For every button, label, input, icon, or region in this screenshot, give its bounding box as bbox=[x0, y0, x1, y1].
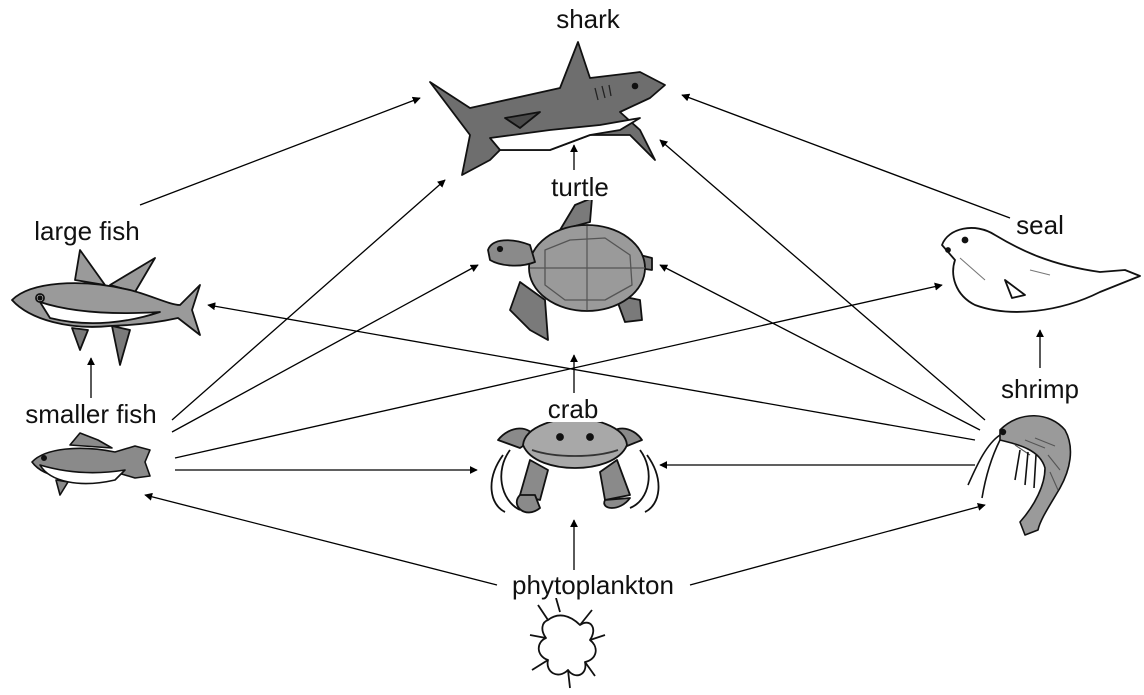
arrow-shrimp-to-turtle bbox=[660, 265, 980, 430]
turtle-illustration bbox=[488, 198, 652, 340]
shark-illustration bbox=[430, 42, 665, 175]
seal-label: seal bbox=[1013, 212, 1067, 238]
large-fish-label: large fish bbox=[31, 218, 143, 244]
arrow-large-fish-to-shark bbox=[140, 98, 420, 205]
phytoplankton-illustration bbox=[530, 598, 605, 688]
phytoplankton-label: phytoplankton bbox=[509, 572, 677, 598]
shrimp-illustration bbox=[968, 416, 1070, 535]
turtle-label: turtle bbox=[548, 174, 612, 200]
shrimp-label: shrimp bbox=[998, 376, 1082, 402]
smaller-fish-label: smaller fish bbox=[22, 401, 159, 427]
arrow-shrimp-to-shark bbox=[660, 140, 985, 420]
smaller-fish-illustration bbox=[32, 433, 150, 495]
arrow-smaller-fish-to-turtle bbox=[172, 265, 478, 432]
arrow-smaller-fish-to-shark bbox=[172, 180, 445, 420]
arrow-phytoplankton-to-shrimp bbox=[690, 505, 985, 585]
seal-illustration bbox=[942, 228, 1140, 312]
large-fish-illustration bbox=[12, 250, 200, 365]
crab-illustration bbox=[491, 418, 658, 512]
arrows bbox=[91, 95, 1040, 585]
crab-label: crab bbox=[545, 396, 602, 422]
shark-label: shark bbox=[553, 6, 623, 32]
arrow-phytoplankton-to-smaller-fish bbox=[145, 495, 497, 585]
arrow-seal-to-shark bbox=[682, 95, 1010, 218]
